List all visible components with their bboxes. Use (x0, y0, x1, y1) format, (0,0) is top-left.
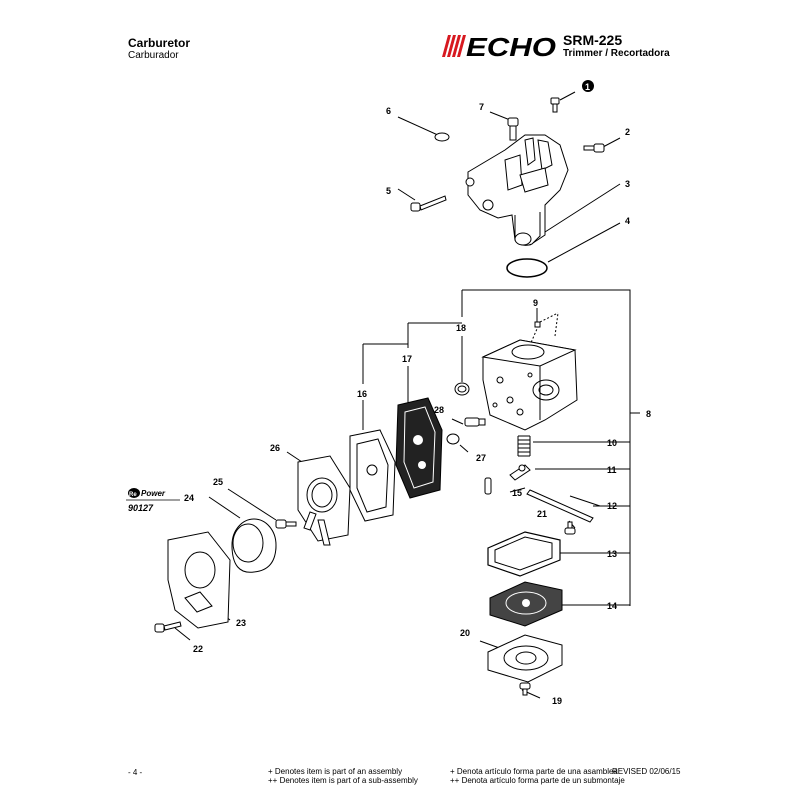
screw-part-2 (583, 143, 605, 153)
callout-18: 18 (456, 323, 466, 333)
revised-date: REVISED 02/06/15 (612, 767, 681, 776)
callout-19: 19 (552, 696, 562, 706)
callout-28: 28 (434, 405, 444, 415)
page-subtitle: Carburador (128, 50, 179, 61)
callout-2: 2 (625, 127, 630, 137)
callout-20: 20 (460, 628, 470, 638)
callout-25: 25 (213, 477, 223, 487)
callout-1-circle (582, 80, 594, 92)
shaft-part-12 (526, 489, 594, 523)
retainer-plate-part-23 (167, 531, 231, 629)
screw-part-28 (464, 417, 486, 427)
page-title: Carburetor (128, 36, 191, 50)
pin-part-15 (484, 477, 492, 495)
screw-part-19 (519, 682, 531, 696)
callout-1: 1 (585, 82, 590, 92)
note-subassembly-es: ++ Denota artículo forma parte de un sub… (450, 776, 625, 785)
model-subtitle: Trimmer / Recortadora (563, 48, 670, 59)
callout-9: 9 (533, 298, 538, 308)
screw-part-25 (275, 519, 297, 529)
callout-5: 5 (386, 186, 391, 196)
note-assembly-es: + Denota artículo forma parte de una asa… (450, 767, 618, 776)
callout-11: 11 (607, 465, 617, 475)
lever-part-11 (509, 464, 531, 481)
callout-15: 15 (512, 488, 522, 498)
callout-26: 26 (270, 443, 280, 453)
repower-part-number: 90127 (128, 503, 154, 513)
callout-17: 17 (402, 354, 412, 364)
callout-6: 6 (386, 106, 391, 116)
callout-23: 23 (236, 618, 246, 628)
callout-7: 7 (479, 102, 484, 112)
callout-22: 22 (193, 644, 203, 654)
primer-bulb-part-24 (231, 518, 277, 573)
housing-part-3 (465, 134, 569, 246)
carburetor-body-part-8 (481, 339, 578, 431)
repower-re: Re (129, 492, 137, 498)
gasket-part-17 (395, 397, 443, 499)
plug-part-27 (446, 433, 460, 445)
screw-part-5 (410, 195, 447, 212)
cover-part-20 (487, 634, 563, 683)
screw-part-1 (550, 97, 560, 113)
callout-24: 24 (184, 493, 194, 503)
page-number: - 4 - (128, 768, 143, 777)
callout-21: 21 (537, 509, 547, 519)
note-assembly-en: + Denotes item is part of an assembly (268, 767, 403, 776)
repower-power: Power (141, 489, 166, 498)
callout-13: 13 (607, 549, 617, 559)
brand-name: ECHO (466, 33, 556, 59)
plug-part-18 (454, 382, 470, 396)
spring-part-10 (517, 435, 531, 457)
callout-10: 10 (607, 438, 617, 448)
pump-body-part-26 (297, 455, 351, 546)
screw-part-21 (564, 521, 576, 535)
model-number: SRM-225 (563, 32, 623, 48)
clip-part-6 (434, 132, 450, 142)
idle-screw-part-7 (507, 117, 519, 141)
callout-14: 14 (607, 601, 617, 611)
callout-27: 27 (476, 453, 486, 463)
echo-logo: ECHO (442, 33, 556, 59)
callout-3: 3 (625, 179, 630, 189)
callout-16: 16 (357, 389, 367, 399)
note-subassembly-en: ++ Denotes item is part of a sub-assembl… (268, 776, 418, 785)
screw-part-22 (154, 621, 182, 633)
jet-part-9 (534, 321, 541, 328)
callout-8: 8 (646, 409, 651, 419)
repower-badge: Re Power 90127 (126, 488, 180, 513)
callout-4: 4 (625, 216, 630, 226)
callout-12: 12 (607, 501, 617, 511)
o-ring-part-4 (506, 258, 548, 278)
gasket-part-13 (487, 531, 561, 577)
